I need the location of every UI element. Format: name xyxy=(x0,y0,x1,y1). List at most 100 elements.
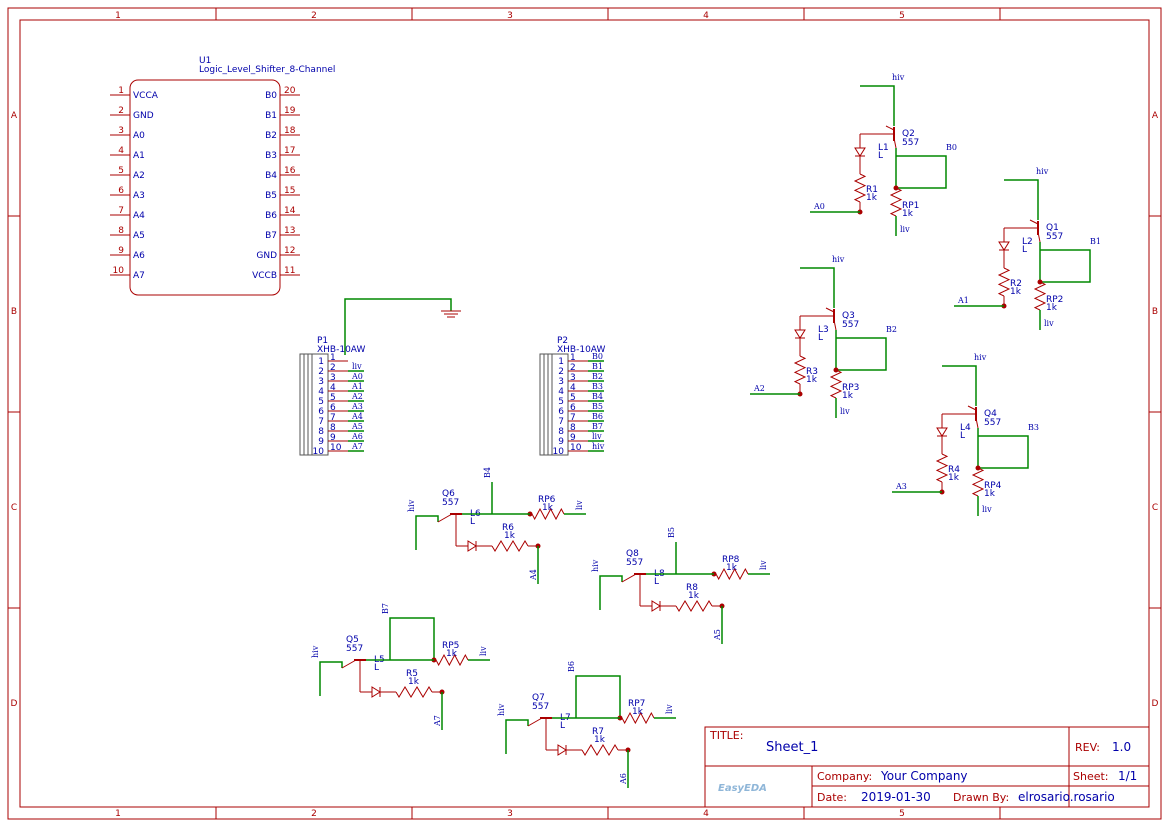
p1-net-a0: A0 xyxy=(351,372,363,381)
u1-pin-name-a2: A2 xyxy=(133,171,145,181)
u1-pin-name-a1: A1 xyxy=(133,151,145,161)
p2-pin-num-10: 10 xyxy=(553,447,565,457)
u1-pin-num-2: 2 xyxy=(118,106,124,116)
u1-pin-num-8: 8 xyxy=(118,226,124,236)
net-ch3-a: A3 xyxy=(895,482,907,491)
label-r2: R2 xyxy=(1010,279,1022,289)
p1-net-a2: A2 xyxy=(351,392,363,401)
u1-pin-name-a5: A5 xyxy=(133,231,145,241)
value-l6: L xyxy=(470,517,475,527)
frame-row-d-left: D xyxy=(11,699,18,709)
p2-pin-label-1: 1 xyxy=(570,353,576,363)
shifter-channels: hivQ2557L1LR11kA0B0RP11klivhivQ1557L2LR2… xyxy=(311,73,1101,788)
net-ch4-liv: liv xyxy=(575,500,584,510)
net-ch4-a: A4 xyxy=(529,569,538,581)
label-rp5: RP5 xyxy=(442,641,459,651)
label-rp6: RP6 xyxy=(538,495,556,505)
frame-col-1-bottom: 1 xyxy=(115,809,121,819)
p1-pin-num-10: 10 xyxy=(313,447,325,457)
resistor-symbol xyxy=(395,686,433,698)
date-label: Date: xyxy=(817,791,847,804)
p2-pin-label-7: 7 xyxy=(570,413,576,423)
value-l7: L xyxy=(560,721,565,731)
net-ch1-a: A1 xyxy=(957,296,969,305)
net-ch0-b: B0 xyxy=(946,143,957,152)
frame-col-2-top: 2 xyxy=(311,11,317,21)
sheet-frame: 1 2 3 4 5 1 2 3 4 5 A B C D A B C D xyxy=(7,7,1162,820)
value-r1: 1k xyxy=(866,193,878,203)
p2-pin-label-5: 5 xyxy=(570,393,576,403)
sheet-number: 1/1 xyxy=(1118,769,1137,783)
company-value: Your Company xyxy=(880,769,968,783)
resistor-symbol xyxy=(853,173,867,203)
u1-pin-name-b5: B5 xyxy=(265,191,277,201)
p2-ref: P2 xyxy=(557,336,568,346)
p1-pin-num-8: 8 xyxy=(318,427,324,437)
net-ch4-hiv: hiv xyxy=(407,499,416,512)
p2-net-b3: B3 xyxy=(592,382,603,391)
p1-net-a3: A3 xyxy=(351,402,363,411)
p2-pin-label-3: 3 xyxy=(570,373,576,383)
label-rp2: RP2 xyxy=(1046,295,1063,305)
resistor-symbol xyxy=(491,540,529,552)
p2-pin-num-5: 5 xyxy=(558,397,564,407)
p1-pin-label-9: 9 xyxy=(330,433,336,443)
value-r4: 1k xyxy=(948,473,960,483)
value-q4: 557 xyxy=(984,418,1001,428)
p2-pin-num-3: 3 xyxy=(558,377,564,387)
led-icon xyxy=(557,744,567,756)
p1-pin-num-7: 7 xyxy=(318,417,324,427)
value-rp4: 1k xyxy=(984,489,996,499)
net-ch7-b: B7 xyxy=(381,603,390,614)
frame-col-4-top: 4 xyxy=(703,11,709,21)
label-q7: Q7 xyxy=(532,693,545,703)
value-q6: 557 xyxy=(442,498,459,508)
u1-pin-name-a7: A7 xyxy=(133,271,145,281)
label-q2: Q2 xyxy=(902,129,915,139)
value-rp2: 1k xyxy=(1046,303,1058,313)
u1-pin-name-b3: B3 xyxy=(265,151,277,161)
u1-pin-name-b6: B6 xyxy=(265,211,277,221)
label-rp1: RP1 xyxy=(902,201,919,211)
label-rp4: RP4 xyxy=(984,481,1002,491)
p1-pin-num-5: 5 xyxy=(318,397,324,407)
date-value: 2019-01-30 xyxy=(861,790,931,804)
p2-pin-num-7: 7 xyxy=(558,417,564,427)
p1-pin-label-2: 2 xyxy=(330,363,336,373)
value-l2: L xyxy=(1022,245,1027,255)
sheet-title: Sheet_1 xyxy=(766,740,818,755)
label-q4: Q4 xyxy=(984,409,997,419)
resistor-symbol xyxy=(435,653,469,667)
u1-pin-num-10: 10 xyxy=(113,266,125,276)
resistor-symbol xyxy=(971,467,985,497)
resistor-symbol xyxy=(1033,281,1047,311)
net-ch2-liv: liv xyxy=(840,407,850,416)
p1-pin-label-3: 3 xyxy=(330,373,336,383)
net-ch7-a: A7 xyxy=(433,715,442,727)
p1-pin-label-1: 1 xyxy=(330,353,336,363)
title-label: TITLE: xyxy=(709,729,743,742)
net-ch3-liv: liv xyxy=(982,505,992,514)
resistor-symbol xyxy=(829,369,843,399)
value-q5: 557 xyxy=(346,644,363,654)
label-l3: L3 xyxy=(818,325,829,335)
p1-name: XHB-10AW xyxy=(317,345,365,355)
p2-net-liv: liv xyxy=(592,432,602,441)
u1-ref: U1 xyxy=(199,56,211,66)
led-icon xyxy=(998,241,1010,251)
p2-net-b4: B4 xyxy=(592,392,603,401)
u1-pin-num-6: 6 xyxy=(118,186,124,196)
company-label: Company: xyxy=(817,770,872,783)
